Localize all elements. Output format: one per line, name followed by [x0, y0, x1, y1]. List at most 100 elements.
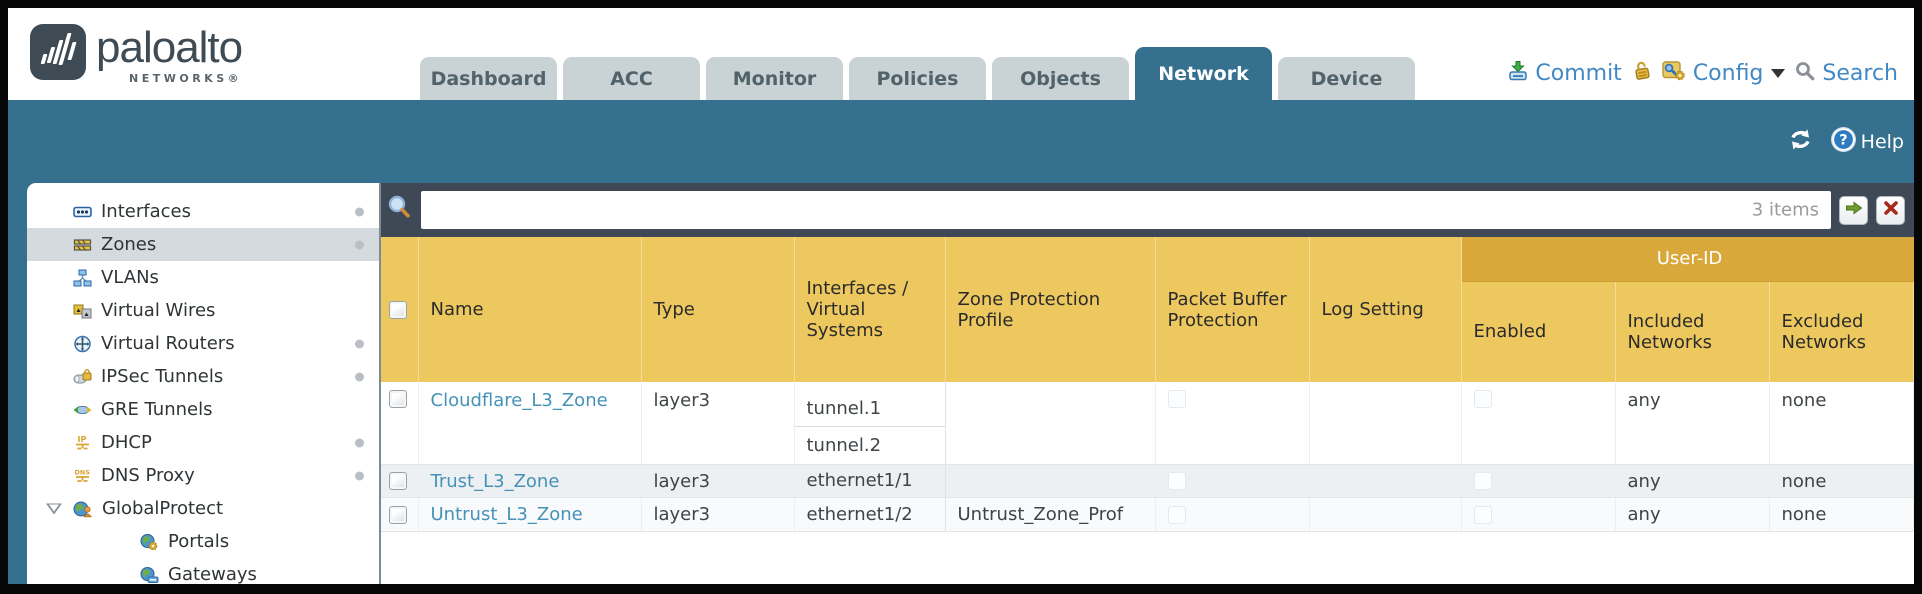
lock-icon[interactable] [1631, 59, 1653, 88]
filter-bar: 3 items [381, 183, 1914, 237]
pin-dot [355, 207, 364, 216]
config-icon [1662, 59, 1687, 88]
clear-filter-button[interactable] [1876, 195, 1905, 225]
packet-buffer-checkbox [1167, 505, 1186, 524]
table-row-untrust: Untrust_L3_Zone layer3 ethernet1/2 Untru… [381, 497, 1914, 532]
sidebar-item-zones[interactable]: Zones [27, 228, 379, 261]
select-all-checkbox[interactable] [389, 300, 407, 319]
sidebar-item-virtual-wires[interactable]: Virtual Wires [27, 294, 379, 327]
table-row-cloudflare: Cloudflare_L3_Zone layer3 tunnel.1 tunne… [381, 382, 1914, 465]
global-search[interactable]: Search [1794, 60, 1898, 88]
col-header-name[interactable]: Name [418, 237, 642, 382]
packet-buffer-checkbox [1167, 472, 1186, 490]
row-checkbox[interactable] [389, 472, 407, 490]
items-count: 3 items [1751, 199, 1819, 221]
commit-icon [1507, 60, 1529, 88]
col-header-log-setting[interactable]: Log Setting [1309, 237, 1462, 382]
interface-entry: ethernet1/1 [806, 470, 913, 491]
filter-input[interactable] [421, 191, 1831, 229]
chevron-down-icon [1771, 69, 1786, 78]
table-empty-space [381, 532, 1914, 584]
col-header-zone-protection[interactable]: Zone Protection Profile [945, 237, 1156, 382]
zone-name-link[interactable]: Cloudflare_L3_Zone [430, 390, 608, 411]
zone-name-link[interactable]: Untrust_L3_Zone [430, 504, 583, 525]
sidebar-item-dns-proxy[interactable]: DNS DNS Proxy [27, 459, 379, 492]
sidebar-item-portals[interactable]: Portals [27, 525, 379, 558]
select-all-header [381, 237, 419, 382]
brand-wordmark: paloalto [96, 23, 243, 72]
sidebar-item-interfaces[interactable]: Interfaces [27, 195, 379, 228]
zones-table: Name Type Interfaces / Virtual Systems Z… [381, 237, 1914, 532]
pin-dot [355, 372, 364, 381]
brand-networks-label: NETWORKS® [129, 72, 243, 85]
apply-filter-button[interactable] [1839, 195, 1868, 225]
virtual-wires-icon [73, 302, 92, 320]
main-tabs: Dashboard ACC Monitor Policies Objects N… [420, 47, 1421, 100]
packet-buffer-checkbox [1167, 390, 1186, 408]
app-window: paloalto NETWORKS® Dashboard ACC Monitor… [8, 8, 1914, 584]
user-id-enabled-checkbox [1473, 390, 1492, 408]
paloalto-logo-icon [30, 24, 86, 80]
network-sidebar: Interfaces Zones VLANs Virtual Wires Vir… [27, 183, 379, 584]
user-id-enabled-checkbox [1473, 472, 1492, 490]
tab-device[interactable]: Device [1278, 57, 1415, 100]
row-checkbox[interactable] [389, 390, 407, 408]
content-area: Interfaces Zones VLANs Virtual Wires Vir… [8, 183, 1914, 584]
vlans-icon [73, 269, 92, 287]
paloalto-logo: paloalto NETWORKS® [30, 23, 243, 85]
zones-icon [73, 236, 92, 254]
refresh-icon[interactable] [1787, 127, 1814, 156]
search-icon [1794, 60, 1816, 88]
green-arrow-icon [1845, 200, 1863, 220]
dhcp-icon: IP [73, 434, 92, 452]
sidebar-item-dhcp[interactable]: IP DHCP [27, 426, 379, 459]
help-button[interactable]: ? Help [1830, 126, 1904, 158]
sidebar-item-globalprotect[interactable]: GlobalProtect [27, 492, 379, 525]
gre-tunnels-icon [73, 401, 92, 419]
top-bar: paloalto NETWORKS® Dashboard ACC Monitor… [8, 8, 1914, 100]
col-header-type[interactable]: Type [641, 237, 795, 382]
filter-input-wrap: 3 items [421, 191, 1831, 229]
expand-triangle-icon[interactable] [46, 503, 62, 514]
gateways-icon [139, 566, 159, 584]
red-x-icon [1883, 200, 1899, 220]
sidebar-item-gateways[interactable]: Gateways [27, 558, 379, 584]
tab-acc[interactable]: ACC [563, 57, 700, 100]
tab-dashboard[interactable]: Dashboard [420, 57, 557, 100]
pin-dot [355, 240, 364, 249]
zone-name-link[interactable]: Trust_L3_Zone [430, 470, 560, 492]
globalprotect-icon [73, 500, 93, 518]
svg-text:IP: IP [78, 435, 87, 444]
col-header-interfaces[interactable]: Interfaces / Virtual Systems [794, 237, 946, 382]
pin-dot [355, 471, 364, 480]
interface-entry: tunnel.2 [806, 435, 882, 456]
sub-header-band: ? Help [8, 100, 1914, 183]
zones-main-panel: 3 items Name [379, 183, 1914, 584]
help-icon: ? [1830, 126, 1857, 158]
col-group-user-id: User-ID [1461, 237, 1914, 282]
interfaces-icon [73, 203, 92, 221]
tab-monitor[interactable]: Monitor [706, 57, 843, 100]
col-header-packet-buffer[interactable]: Packet Buffer Protection [1155, 237, 1310, 382]
portals-icon [139, 533, 159, 551]
col-header-included-networks[interactable]: Included Networks [1615, 281, 1770, 382]
sidebar-item-vlans[interactable]: VLANs [27, 261, 379, 294]
tab-policies[interactable]: Policies [849, 57, 986, 100]
row-checkbox[interactable] [389, 505, 407, 524]
col-header-excluded-networks[interactable]: Excluded Networks [1769, 281, 1914, 382]
config-menu[interactable]: Config [1662, 59, 1786, 88]
ipsec-tunnels-icon [73, 368, 92, 386]
tab-objects[interactable]: Objects [992, 57, 1129, 100]
pin-dot [355, 438, 364, 447]
table-row-trust: Trust_L3_Zone layer3 ethernet1/1 any non… [381, 464, 1914, 498]
dns-proxy-icon: DNS [73, 467, 92, 485]
sidebar-item-gre-tunnels[interactable]: GRE Tunnels [27, 393, 379, 426]
header-actions: Commit Config Search [1507, 59, 1898, 88]
tab-network[interactable]: Network [1135, 47, 1272, 100]
sidebar-item-ipsec-tunnels[interactable]: IPSec Tunnels [27, 360, 379, 393]
pin-dot [355, 339, 364, 348]
sidebar-item-virtual-routers[interactable]: Virtual Routers [27, 327, 379, 360]
commit-button[interactable]: Commit [1507, 60, 1622, 88]
col-header-enabled[interactable]: Enabled [1461, 281, 1616, 382]
